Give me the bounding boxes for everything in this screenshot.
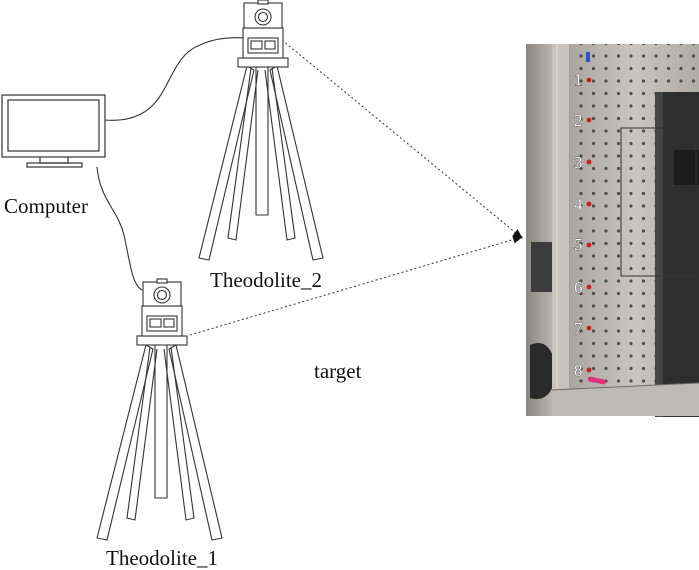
computer-icon bbox=[1, 94, 106, 168]
sight-line-theodolite-2 bbox=[281, 39, 523, 239]
target-photo bbox=[526, 44, 699, 417]
target-point-6: 6 bbox=[574, 278, 592, 297]
target-point-8: 8 bbox=[574, 361, 592, 380]
svg-text:4: 4 bbox=[574, 195, 583, 214]
target-point-1: 1 bbox=[574, 70, 592, 89]
svg-text:6: 6 bbox=[574, 278, 583, 297]
svg-text:8: 8 bbox=[574, 361, 583, 380]
svg-text:1: 1 bbox=[574, 70, 583, 89]
theodolite-2-label: Theodolite_2 bbox=[210, 268, 322, 292]
target-label: target bbox=[314, 359, 362, 383]
cables bbox=[96, 37, 246, 291]
target-point-5: 5 bbox=[574, 235, 592, 254]
sight-line-theodolite-1 bbox=[189, 235, 523, 336]
theodolite-1-icon bbox=[96, 278, 223, 541]
target-point-3: 3 bbox=[574, 153, 592, 172]
sight-lines bbox=[189, 39, 523, 336]
cable-computer-to-theodolite-1 bbox=[96, 166, 143, 291]
computer-label: Computer bbox=[4, 194, 88, 218]
svg-text:3: 3 bbox=[574, 153, 583, 172]
svg-text:5: 5 bbox=[574, 235, 583, 254]
target-point-7: 7 bbox=[574, 319, 592, 338]
svg-text:2: 2 bbox=[574, 111, 583, 130]
target-point-4: 4 bbox=[574, 195, 592, 214]
theodolite-1-label: Theodolite_1 bbox=[106, 546, 218, 570]
svg-text:7: 7 bbox=[574, 319, 583, 338]
cable-computer-to-theodolite-2 bbox=[104, 37, 246, 121]
target-points: 1 2 3 4 5 6 7 8 bbox=[574, 70, 592, 380]
target-point-2: 2 bbox=[574, 111, 592, 130]
theodolite-2-icon bbox=[198, 0, 324, 261]
